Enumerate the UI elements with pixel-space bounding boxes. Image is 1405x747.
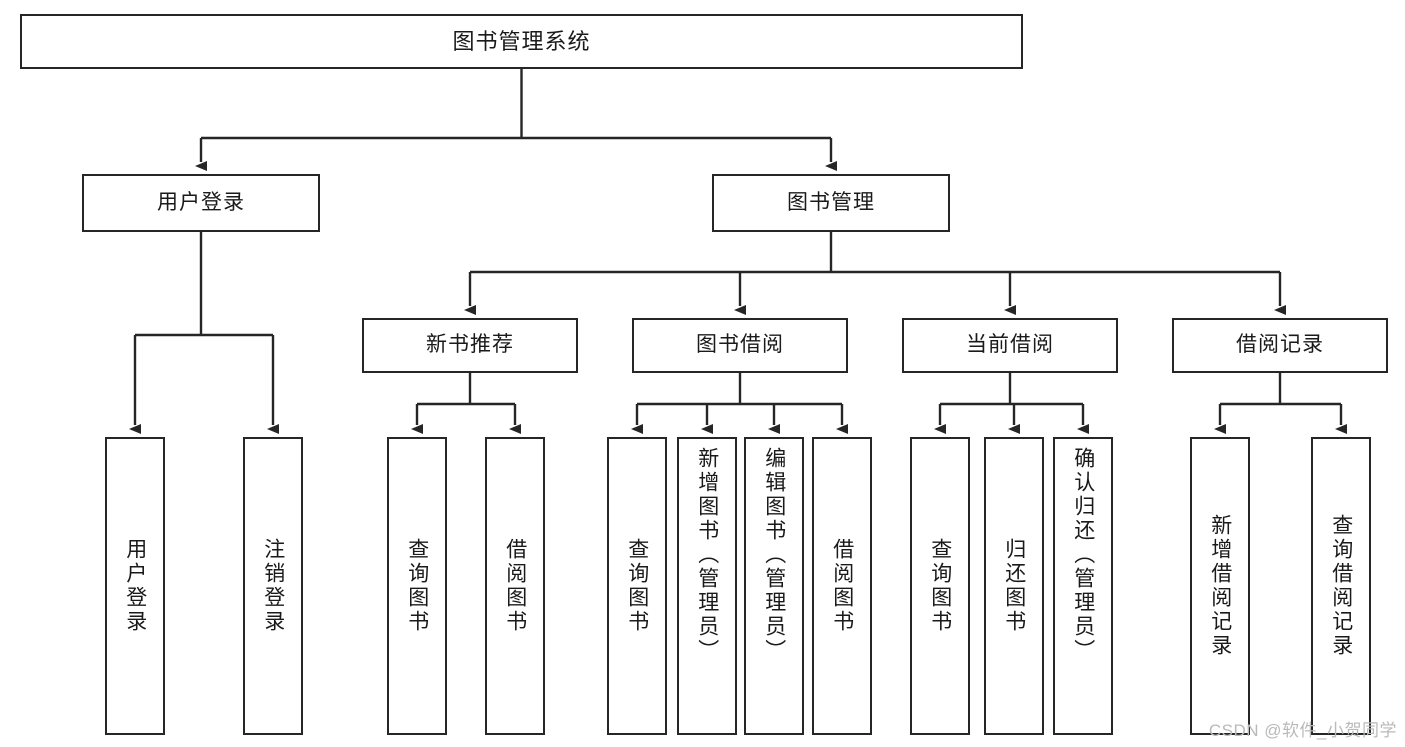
node-label: 借阅记录 [1236,333,1324,357]
node-label: 新增借阅记录 [1208,514,1232,658]
node-label: 查询图书 [405,538,429,634]
node-label: 新书推荐 [426,333,514,357]
node-new-book-recommend[interactable]: 新书推荐 [362,318,578,373]
node-label: 图书管理系统 [452,28,591,54]
node-leaf-logout[interactable]: 注销登录 [243,437,303,735]
node-book-manage[interactable]: 图书管理 [712,174,950,232]
node-leaf-edit-book-admin[interactable]: 编辑图书（管理员） [744,437,804,735]
node-leaf-user-login[interactable]: 用户登录 [105,437,165,735]
node-leaf-borrow-book[interactable]: 借阅图书 [812,437,872,735]
node-leaf-confirm-return[interactable]: 确认归还（管理员） [1053,437,1113,735]
node-label: 借阅图书 [830,538,854,634]
node-leaf-query-book-cur[interactable]: 查询图书 [910,437,970,735]
node-label: 用户登录 [123,538,147,634]
node-label: 查询图书 [625,538,649,634]
node-label: 图书借阅 [696,333,784,357]
node-leaf-query-borrow-record[interactable]: 查询借阅记录 [1311,437,1371,735]
node-label: 查询借阅记录 [1329,514,1353,658]
node-book-borrow[interactable]: 图书借阅 [632,318,848,373]
node-leaf-query-book-rec[interactable]: 查询图书 [387,437,447,735]
node-label: 图书管理 [787,190,875,214]
node-current-borrow[interactable]: 当前借阅 [902,318,1118,373]
node-label: 借阅图书 [503,538,527,634]
node-label: 注销登录 [261,538,285,634]
node-leaf-add-book-admin[interactable]: 新增图书（管理员） [677,437,737,735]
node-label: 当前借阅 [966,333,1054,357]
node-root[interactable]: 图书管理系统 [20,14,1023,69]
node-label: 确认归还（管理员） [1071,447,1095,663]
node-label: 查询图书 [928,538,952,634]
node-leaf-query-book[interactable]: 查询图书 [607,437,667,735]
node-label: 编辑图书（管理员） [762,447,786,663]
node-leaf-return-book[interactable]: 归还图书 [984,437,1044,735]
csdn-watermark: CSDN @软件_小贺同学 [1208,721,1397,740]
node-label: 新增图书（管理员） [695,447,719,663]
node-label: 用户登录 [157,190,245,214]
node-leaf-add-borrow-record[interactable]: 新增借阅记录 [1190,437,1250,735]
node-user-login[interactable]: 用户登录 [82,174,320,232]
node-label: 归还图书 [1002,538,1026,634]
node-leaf-borrow-book-rec[interactable]: 借阅图书 [485,437,545,735]
node-borrow-record[interactable]: 借阅记录 [1172,318,1388,373]
